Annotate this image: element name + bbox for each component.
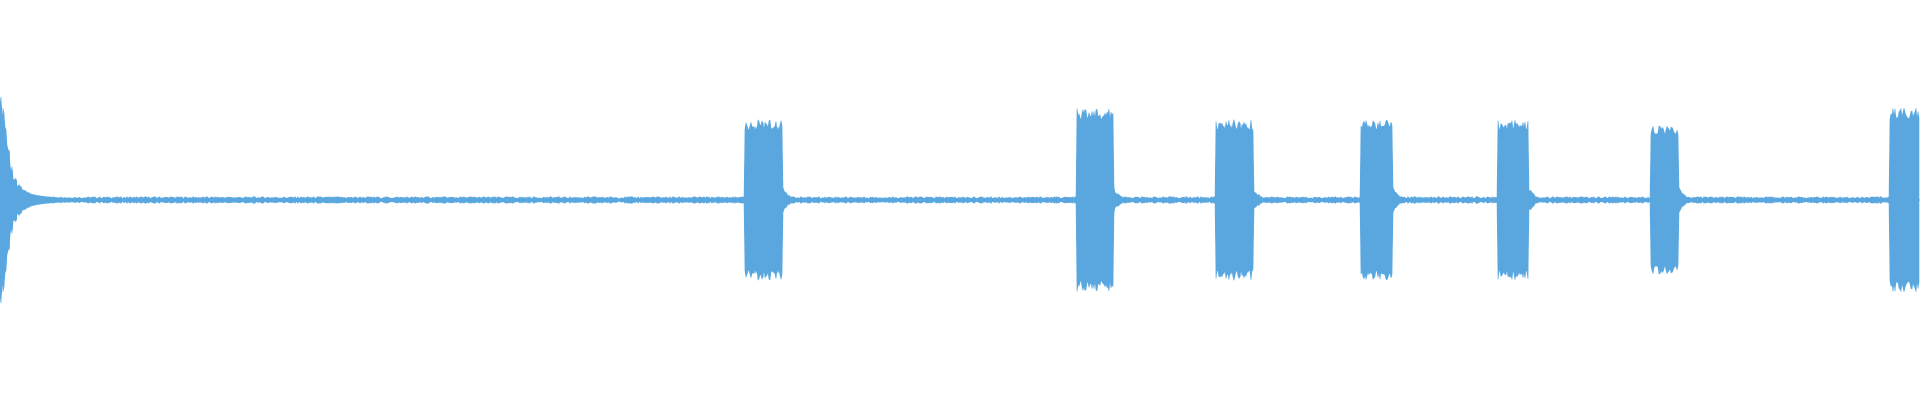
waveform-envelope	[0, 96, 1920, 304]
